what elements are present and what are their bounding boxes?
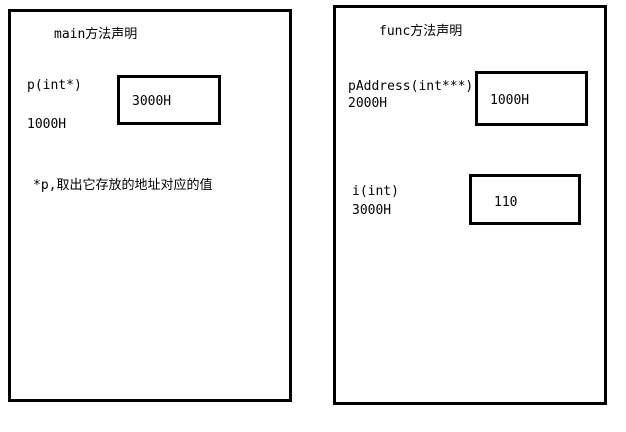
int-i-memory-cell: 110 (469, 174, 581, 225)
dereference-note: *p,取出它存放的地址对应的值 (33, 178, 213, 193)
int-i-label: i(int) (352, 184, 399, 199)
int-i-address: 3000H (352, 203, 392, 218)
paddress-label: pAddress(int***) (348, 79, 474, 94)
paddress-cell-value: 1000H (490, 93, 530, 108)
pointer-p-cell-value: 3000H (132, 94, 172, 109)
paddress-memory-cell: 1000H (475, 71, 588, 126)
pointer-p-memory-cell: 3000H (117, 75, 221, 125)
int-i-cell-value: 110 (494, 195, 518, 210)
main-method-frame: main方法声明 p(int*) 1000H 3000H *p,取出它存放的地址… (8, 9, 292, 402)
func-method-frame: func方法声明 pAddress(int***) 2000H 1000H i(… (333, 5, 607, 405)
pointer-p-address: 1000H (27, 117, 67, 132)
main-frame-title: main方法声明 (54, 27, 138, 42)
paddress-address: 2000H (348, 96, 388, 111)
pointer-p-label: p(int*) (27, 78, 82, 93)
func-frame-title: func方法声明 (379, 24, 463, 39)
